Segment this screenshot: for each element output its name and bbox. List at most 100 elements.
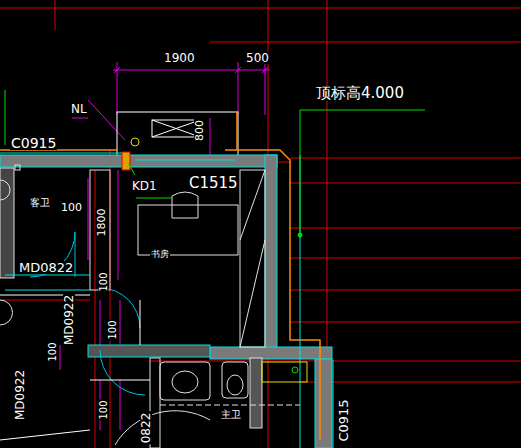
axis-lines-stroke (290, 183, 521, 184)
walls-stroke (88, 345, 210, 357)
furniture (0, 165, 307, 405)
axis-lines-stroke (290, 290, 521, 291)
room-name: 主卫 (220, 410, 242, 420)
furniture-stroke (240, 240, 265, 347)
dimension-text: 500 (245, 52, 270, 64)
furniture-stroke (0, 180, 10, 200)
furniture-stroke (138, 205, 238, 255)
door-swings-stroke (100, 350, 145, 395)
dimension-lines-stroke (72, 118, 88, 119)
dimension-text: 100 (48, 341, 58, 362)
axis-lines-stroke (290, 322, 521, 323)
axis-lines-stroke (150, 361, 521, 362)
furniture-stroke (240, 170, 265, 240)
opening-tag: KD1 (131, 180, 158, 192)
axis-lines-stroke (55, 0, 56, 30)
leader-lines-stroke (300, 110, 425, 235)
dimension-text: 100 (99, 399, 109, 420)
boundary-lines-stroke (90, 380, 150, 381)
door-swings-stroke (100, 288, 140, 328)
pipe-tag: NL (70, 103, 88, 115)
furniture-stroke (292, 367, 298, 373)
door-swings-stroke (75, 232, 76, 277)
outer-outline (0, 112, 320, 440)
leader-lines-stroke (5, 90, 6, 145)
door-tag: 0822 (140, 412, 152, 445)
walls-stroke (250, 358, 262, 428)
furniture-stroke (227, 375, 243, 395)
walls-stroke (210, 347, 332, 359)
walls-stroke (315, 359, 332, 448)
axis-lines-stroke (210, 42, 521, 43)
leader-lines (5, 90, 425, 237)
window-lines-stroke (5, 290, 90, 291)
walls (0, 152, 332, 448)
boundary-lines-stroke (0, 295, 90, 296)
window-lines-stroke (333, 360, 334, 448)
balcony-stroke (152, 120, 200, 137)
dimension-lines-stroke (235, 67, 241, 73)
furniture-stroke (172, 371, 198, 393)
window-lines-stroke (0, 153, 122, 154)
outer-outline-stroke (236, 112, 238, 150)
room-name: 书房 (150, 250, 170, 259)
axis-lines-stroke (290, 258, 521, 259)
dimension-lines-stroke (210, 118, 211, 160)
dimension-lines-stroke (113, 70, 270, 71)
window-tag: C0915 (10, 136, 57, 150)
dimension-lines-stroke (120, 300, 121, 345)
balcony-stroke (117, 112, 238, 160)
elevation-note: 顶标高4.000 (315, 86, 405, 101)
boundary-lines-stroke (0, 430, 90, 440)
dimension-lines-stroke (88, 100, 125, 140)
leader-lines-stroke (128, 163, 135, 175)
dimension-lines-stroke (100, 300, 101, 345)
furniture-stroke (160, 405, 300, 406)
furniture-stroke (0, 300, 13, 325)
furniture-stroke (240, 170, 265, 347)
boundary-lines-stroke (140, 300, 141, 345)
leader-lines-stroke (298, 233, 302, 237)
window-tag: C1515 (188, 176, 239, 191)
furniture-stroke (160, 362, 210, 400)
dimension-lines-stroke (60, 345, 61, 370)
furniture-stroke (222, 362, 248, 398)
outer-outline-stroke (225, 150, 320, 440)
axis-lines-stroke (290, 228, 521, 229)
window-lines (0, 153, 333, 448)
window-tag: C0915 (336, 398, 349, 442)
door-tag: MD0922 (63, 294, 75, 346)
door-tag: MD0922 (14, 369, 26, 421)
dimension-lines-stroke (118, 170, 119, 280)
dimension-text: 800 (194, 119, 205, 142)
window-lines-stroke (135, 160, 235, 161)
leader-lines-stroke (136, 198, 172, 199)
window-lines-stroke (5, 275, 90, 276)
balcony-stroke (152, 120, 200, 137)
dimension-text: 100 (99, 271, 109, 292)
furniture-stroke (262, 362, 307, 382)
balcony-stroke (152, 120, 200, 137)
walls-stroke (0, 155, 277, 167)
dimension-text: 100 (60, 202, 83, 213)
axis-lines-stroke (0, 8, 521, 9)
dimension-lines (60, 62, 270, 430)
dimension-lines-stroke (114, 67, 120, 73)
balcony (117, 112, 238, 160)
room-name: 客卫 (29, 198, 51, 208)
axis-lines-stroke (290, 158, 521, 159)
dimension-text: 1900 (163, 52, 196, 64)
door-tag: MD0822 (18, 261, 74, 274)
dimension-text: 1800 (96, 207, 107, 237)
balcony-stroke (131, 138, 139, 146)
dimension-lines-stroke (262, 67, 268, 73)
furniture-stroke (172, 192, 198, 218)
furniture-stroke (15, 165, 20, 170)
walls-stroke (122, 152, 130, 170)
axis-lines-stroke (0, 300, 90, 301)
walls-stroke (265, 155, 277, 348)
dimension-text: 100 (108, 319, 118, 340)
